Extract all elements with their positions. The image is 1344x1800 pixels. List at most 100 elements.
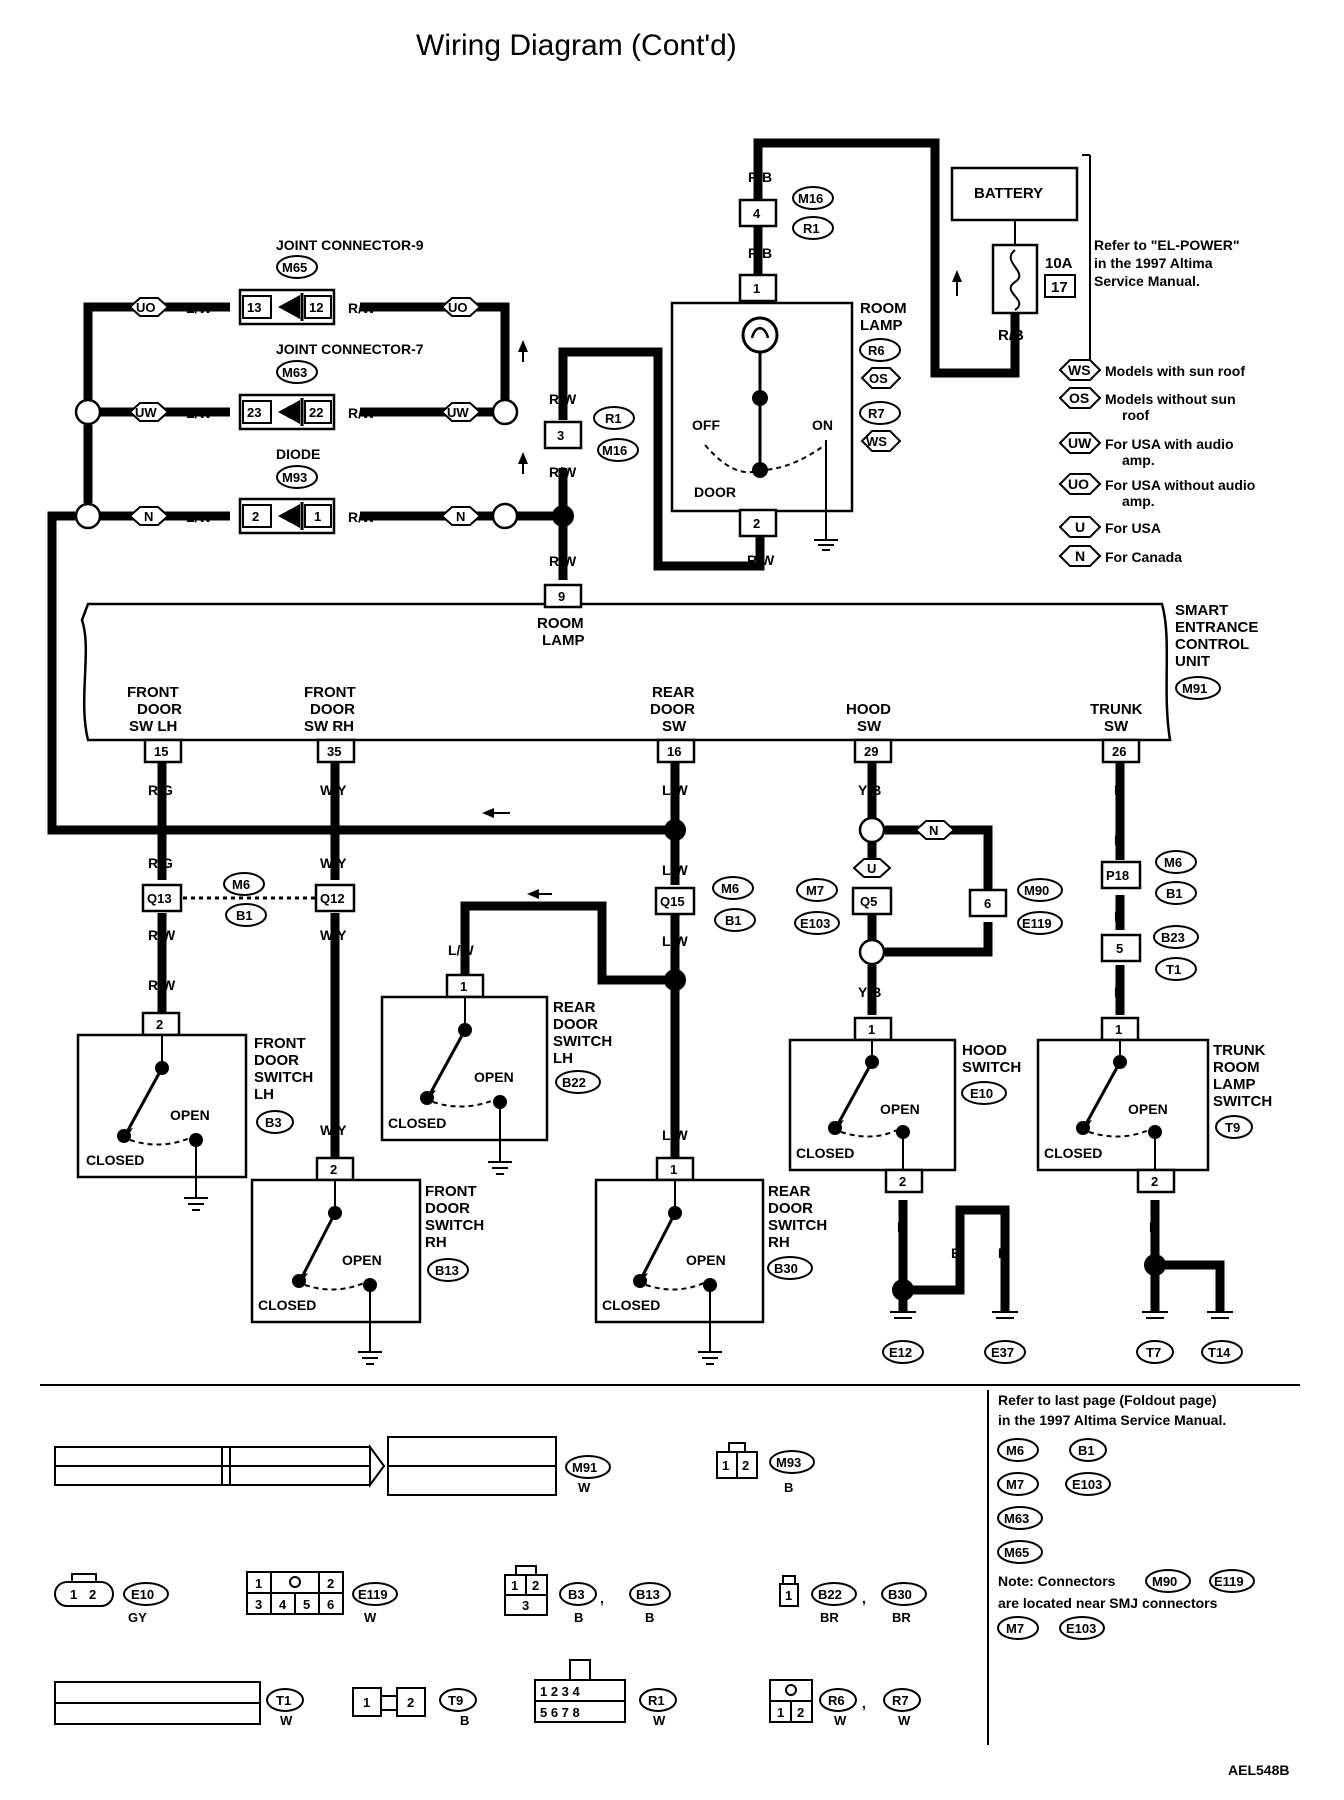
svg-text:2: 2 bbox=[156, 1017, 163, 1032]
svg-text:UO: UO bbox=[1068, 476, 1089, 492]
svg-text:JOINT CONNECTOR-7: JOINT CONNECTOR-7 bbox=[276, 341, 424, 357]
svg-text:SW: SW bbox=[857, 718, 882, 735]
connector-r1-m16-top: R/B 4 M16 R1 R/B bbox=[738, 169, 834, 261]
svg-text:M6: M6 bbox=[1006, 1443, 1024, 1458]
svg-text:UNIT: UNIT bbox=[1175, 653, 1210, 670]
svg-text:M7: M7 bbox=[806, 883, 824, 898]
svg-text:12: 12 bbox=[309, 300, 323, 315]
svg-text:3: 3 bbox=[557, 428, 564, 443]
svg-text:L/W: L/W bbox=[186, 405, 212, 421]
svg-text:FRONT: FRONT bbox=[254, 1035, 306, 1052]
svg-text:B30: B30 bbox=[888, 1587, 912, 1602]
battery: BATTERY bbox=[950, 166, 1079, 245]
foldout-note: Refer to last page (Foldout page) in the… bbox=[997, 1392, 1255, 1640]
svg-text:1: 1 bbox=[753, 281, 760, 296]
svg-text:T1: T1 bbox=[276, 1693, 291, 1708]
svg-text:M91: M91 bbox=[572, 1460, 597, 1475]
svg-text:N: N bbox=[144, 509, 153, 524]
svg-text:2: 2 bbox=[1151, 1174, 1158, 1189]
svg-text:Y/B: Y/B bbox=[858, 984, 881, 1000]
legend-item-ws: WS Models with sun roof bbox=[1058, 359, 1245, 381]
svg-text:35: 35 bbox=[327, 744, 341, 759]
svg-text:SW: SW bbox=[1104, 718, 1129, 735]
svg-text:OPEN: OPEN bbox=[1128, 1101, 1168, 1117]
inline-connectors: Q13 M6 B1 Q12 Q15 M6 B1 U N Q5 M7 E103 6… bbox=[141, 820, 1199, 981]
svg-text:E119: E119 bbox=[1022, 916, 1052, 931]
svg-text:WS: WS bbox=[866, 434, 887, 449]
svg-text:Refer to "EL-POWER": Refer to "EL-POWER" bbox=[1094, 237, 1240, 253]
svg-text:2: 2 bbox=[532, 1578, 539, 1593]
svg-text:M6: M6 bbox=[1164, 855, 1182, 870]
svg-text:L/W: L/W bbox=[662, 782, 688, 798]
front-door-switch-rh: 2 OPEN CLOSED FRONT DOOR SWITCH RH B13 bbox=[250, 1156, 484, 1365]
svg-text:SWITCH: SWITCH bbox=[553, 1033, 612, 1050]
svg-text:9: 9 bbox=[558, 589, 565, 604]
svg-text:M90: M90 bbox=[1152, 1574, 1177, 1589]
svg-text:W: W bbox=[364, 1610, 377, 1625]
svg-text:roof: roof bbox=[1122, 407, 1150, 423]
svg-text:T9: T9 bbox=[448, 1693, 463, 1708]
svg-text:OPEN: OPEN bbox=[880, 1101, 920, 1117]
joint-connector-7: JOINT CONNECTOR-7 M63 UW L/W 23 22 R/W U… bbox=[128, 341, 482, 431]
rear-door-switch-rh: 1 OPEN CLOSED REAR DOOR SWITCH RH B30 bbox=[594, 1156, 827, 1365]
svg-text:M6: M6 bbox=[721, 881, 739, 896]
svg-text:B1: B1 bbox=[236, 908, 253, 923]
svg-text:M16: M16 bbox=[798, 191, 823, 206]
svg-text:1: 1 bbox=[670, 1162, 677, 1177]
svg-text:TRUNK: TRUNK bbox=[1090, 701, 1143, 718]
svg-text:22: 22 bbox=[309, 405, 323, 420]
svg-text:CLOSED: CLOSED bbox=[258, 1297, 316, 1313]
svg-text:OPEN: OPEN bbox=[170, 1107, 210, 1123]
svg-text:in the 1997 Altima Service Man: in the 1997 Altima Service Manual. bbox=[998, 1412, 1226, 1428]
svg-text:amp.: amp. bbox=[1122, 493, 1155, 509]
svg-text:R/W: R/W bbox=[549, 553, 577, 569]
svg-text:M63: M63 bbox=[282, 365, 307, 380]
svg-text:2: 2 bbox=[742, 1458, 749, 1473]
svg-text:OS: OS bbox=[869, 371, 888, 386]
secu-terminal-trunk-sw: TRUNK SW 26 bbox=[1090, 701, 1143, 764]
svg-text:SW: SW bbox=[662, 718, 687, 735]
svg-text:B: B bbox=[951, 1245, 961, 1261]
svg-text:1: 1 bbox=[70, 1587, 77, 1602]
svg-text:L/W: L/W bbox=[186, 509, 212, 525]
svg-text:OS: OS bbox=[1069, 390, 1089, 406]
svg-text:6: 6 bbox=[984, 896, 991, 911]
fuse: 10A 17 R/B bbox=[991, 243, 1076, 344]
svg-text:R/W: R/W bbox=[148, 927, 176, 943]
svg-text:N: N bbox=[929, 823, 938, 838]
svg-text:GY: GY bbox=[128, 1610, 147, 1625]
svg-text:UO: UO bbox=[136, 300, 156, 315]
svg-text:13: 13 bbox=[247, 300, 261, 315]
splice-points bbox=[74, 398, 1166, 1301]
svg-text:W/Y: W/Y bbox=[320, 855, 347, 871]
svg-text:OPEN: OPEN bbox=[686, 1252, 726, 1268]
svg-text:ROOM: ROOM bbox=[537, 615, 584, 632]
svg-text:L/W: L/W bbox=[662, 1127, 688, 1143]
svg-text:Q12: Q12 bbox=[320, 891, 345, 906]
svg-text:,: , bbox=[862, 1695, 866, 1711]
svg-text:SWITCH: SWITCH bbox=[962, 1059, 1021, 1076]
svg-text:2: 2 bbox=[797, 1705, 804, 1720]
legend-item-n: N For Canada bbox=[1058, 545, 1182, 567]
svg-text:R7: R7 bbox=[868, 406, 885, 421]
svg-text:B1: B1 bbox=[1078, 1443, 1095, 1458]
svg-text:1: 1 bbox=[777, 1705, 784, 1720]
svg-text:SW RH: SW RH bbox=[304, 718, 354, 735]
svg-text:For USA without audio: For USA without audio bbox=[1105, 477, 1255, 493]
svg-text:CONTROL: CONTROL bbox=[1175, 636, 1249, 653]
svg-text:E119: E119 bbox=[1214, 1574, 1244, 1589]
battery-label: BATTERY bbox=[974, 185, 1043, 202]
svg-text:E103: E103 bbox=[1072, 1477, 1102, 1492]
svg-text:Note: Connectors: Note: Connectors bbox=[998, 1573, 1116, 1589]
svg-text:R/B: R/B bbox=[748, 169, 772, 185]
svg-text:UW: UW bbox=[1068, 435, 1092, 451]
svg-text:DIODE: DIODE bbox=[276, 446, 320, 462]
svg-text:SW LH: SW LH bbox=[129, 718, 177, 735]
wire-color-labels: R/G R/G R/W R/W W/Y W/Y W/Y W/Y L/W L/W … bbox=[148, 782, 1159, 1261]
svg-text:4: 4 bbox=[753, 206, 761, 221]
ground-room-lamp bbox=[814, 539, 838, 551]
svg-text:W: W bbox=[578, 1480, 591, 1495]
